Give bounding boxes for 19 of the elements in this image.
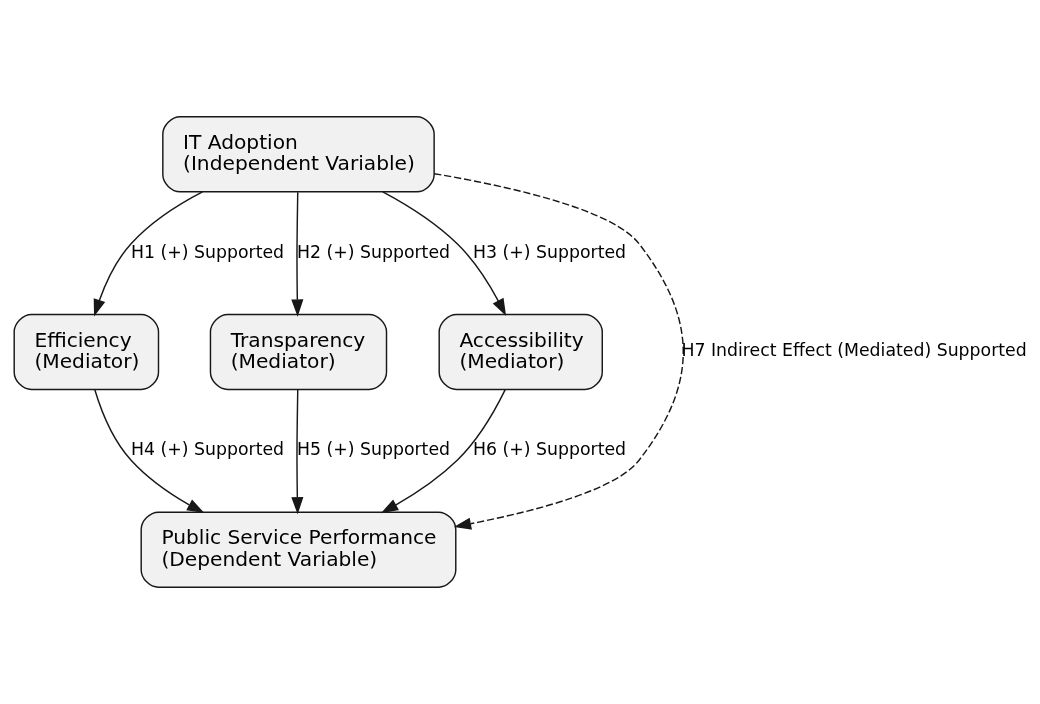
edge-label: H3 (+) Supported — [473, 241, 627, 262]
arrow — [291, 191, 304, 317]
edge-label: H7 Indirect Effect (Mediated) Supported — [681, 340, 1027, 361]
arrow — [433, 172, 684, 530]
arrow — [93, 191, 204, 317]
node-box: Transparency (Mediator) — [209, 313, 388, 391]
node-box: Public Service Performance (Dependent Variable) — [140, 511, 457, 588]
arrow — [291, 389, 304, 515]
edge-label: H4 (+) Supported — [131, 439, 285, 460]
edge-label: H5 (+) Supported — [297, 439, 451, 460]
edge-label: H2 (+) Supported — [297, 241, 451, 262]
arrow — [380, 389, 506, 514]
arrow — [94, 388, 205, 514]
edge-label: H1 (+) Supported — [131, 241, 285, 262]
node-box: Efficiency (Mediator) — [13, 313, 160, 391]
node-box: Accessibility (Mediator) — [438, 313, 603, 391]
arrow — [382, 191, 507, 317]
edge-label: H6 (+) Supported — [473, 439, 627, 460]
node-box: IT Adoption (Independent Variable) — [162, 116, 435, 193]
